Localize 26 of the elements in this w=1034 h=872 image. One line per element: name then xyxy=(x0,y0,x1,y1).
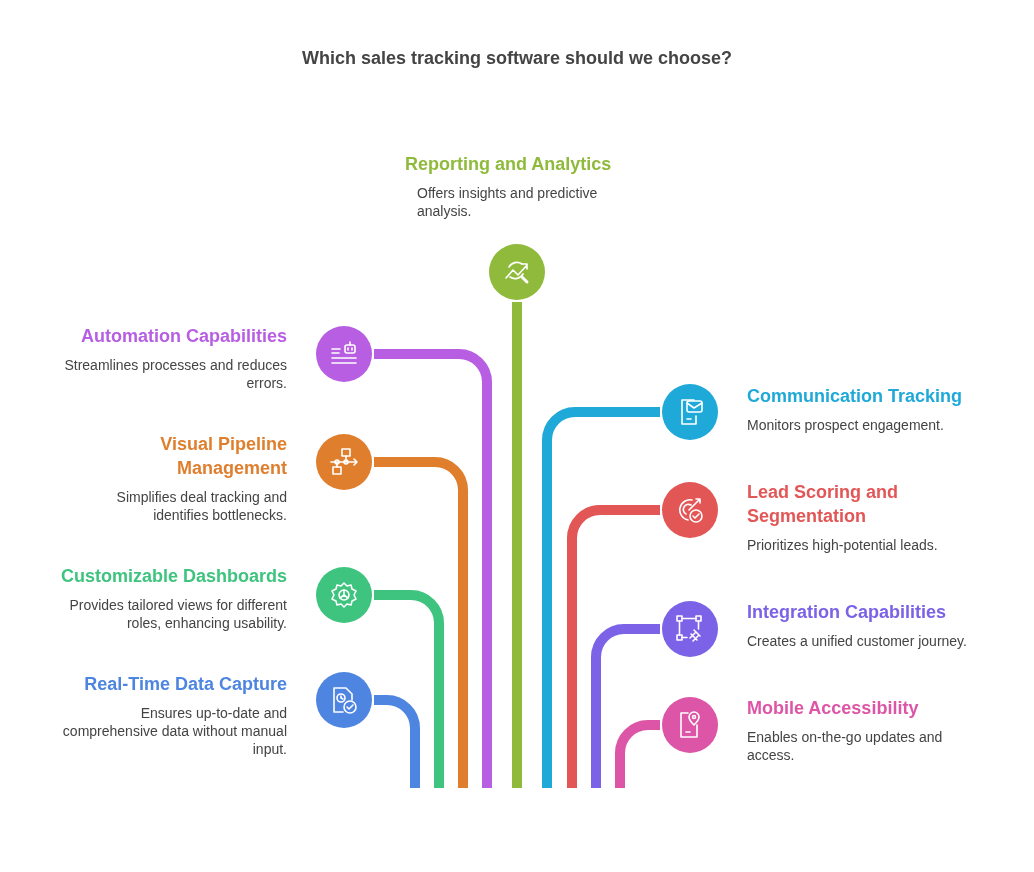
connector-line xyxy=(591,624,660,788)
heading: Mobile Accessibility xyxy=(747,697,920,720)
description: Offers insights and predictive analysis. xyxy=(417,184,599,220)
description: Simplifies deal tracking and identifies bottlenecks. xyxy=(115,488,287,524)
heading: Customizable Dashboards xyxy=(59,565,287,588)
connector-line xyxy=(567,505,660,788)
heading: Communication Tracking xyxy=(747,385,964,408)
heading: Lead Scoring and Segmentation xyxy=(747,481,900,528)
connector-line xyxy=(512,302,522,788)
title: Which sales tracking software should we choose? xyxy=(300,48,734,69)
description: Provides tailored views for different roles, enhancing usability. xyxy=(68,596,287,632)
description: Streamlines processes and reduces errors. xyxy=(63,356,287,392)
heading: Integration Capabilities xyxy=(747,601,948,624)
connector-line xyxy=(542,407,660,788)
description: Ensures up-to-date and comprehensive data without manual input. xyxy=(61,704,287,758)
connector-line xyxy=(374,590,444,788)
heading: Real-Time Data Capture xyxy=(83,673,287,696)
connector-line xyxy=(374,457,468,788)
description: Prioritizes high-potential leads. xyxy=(747,536,939,554)
description: Enables on-the-go updates and access. xyxy=(747,728,944,764)
heading: Visual Pipeline Management xyxy=(159,433,287,480)
connector-line xyxy=(374,349,492,788)
description: Creates a unified customer journey. xyxy=(747,632,968,650)
heading: Reporting and Analytics xyxy=(405,153,613,176)
heading: Automation Capabilities xyxy=(80,325,287,348)
description: Monitors prospect engagement. xyxy=(747,416,945,434)
